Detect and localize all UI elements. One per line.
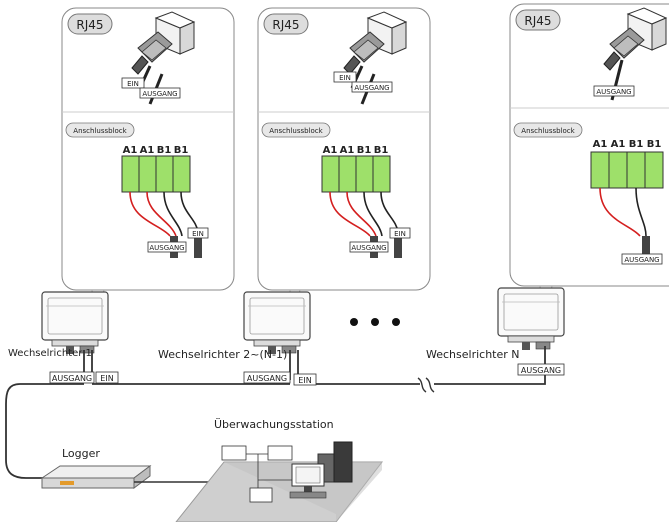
panel-inverter-2: RJ45 EIN AUSGANG Anschlussblock A1 A1 B1…: [257, 7, 431, 291]
terminal-label: A1: [140, 145, 155, 156]
inverter-1: [41, 291, 109, 355]
monitoring-station-icon: [175, 441, 384, 522]
terminal-label: B1: [357, 145, 372, 156]
terminal-label: B1: [647, 139, 662, 150]
terminal-label: A1: [611, 139, 626, 150]
rj45-tag: [515, 9, 561, 31]
terminal-label: B1: [157, 145, 172, 156]
logger-label: Logger: [62, 447, 100, 460]
panel-inverter-n: RJ45 AUSGANG Anschlussblock A1 A1 B1 B1 …: [509, 3, 669, 287]
inverter-n: [497, 287, 565, 351]
block-out-label: AUSGANG: [149, 244, 184, 252]
block-out-label: AUSGANG: [624, 256, 659, 264]
inverter-n-label: Wechselrichter N: [426, 348, 520, 361]
terminal-label: A1: [340, 145, 355, 156]
rj45-tag: [263, 13, 309, 35]
terminal-block: [321, 155, 391, 193]
inverter-1-label: Wechselrichter 1: [8, 348, 92, 359]
bus-label-inv1-in: EIN: [100, 374, 113, 383]
terminal-label: A1: [593, 139, 608, 150]
block-label: Anschlussblock: [73, 127, 127, 135]
block-label: Anschlussblock: [269, 127, 323, 135]
inverter-2-label: Wechselrichter 2~(N-1): [158, 348, 287, 361]
terminal-block: [121, 155, 191, 193]
cable-break-icon: [417, 377, 435, 393]
block-label: Anschlussblock: [521, 127, 575, 135]
terminal-labels: A1 A1 B1 B1: [593, 139, 662, 150]
block-in-label: EIN: [394, 230, 406, 238]
terminal-label: B1: [374, 145, 389, 156]
terminal-label: A1: [323, 145, 338, 156]
station-label: Überwachungsstation: [214, 418, 334, 431]
block-out-label: AUSGANG: [351, 244, 386, 252]
bus-label-invn-out: AUSGANG: [521, 366, 561, 375]
in-label: EIN: [339, 74, 351, 82]
rj45-label: RJ45: [76, 18, 103, 32]
terminal-labels: A1 A1 B1 B1: [323, 145, 389, 156]
in-label: EIN: [127, 80, 139, 88]
rj45-cable-out: AUSGANG: [139, 73, 181, 105]
out-label: AUSGANG: [142, 90, 177, 98]
terminal-wires: [599, 187, 647, 237]
terminal-label: B1: [629, 139, 644, 150]
bus-label-inv1-out: AUSGANG: [52, 374, 92, 383]
rj45-cable-out: AUSGANG: [351, 73, 393, 105]
block-in-label: EIN: [192, 230, 204, 238]
terminal-label: B1: [174, 145, 189, 156]
rj45-cable-out: AUSGANG: [593, 59, 635, 101]
rj45-cable-in: EIN: [121, 65, 152, 89]
terminal-label: A1: [123, 145, 138, 156]
out-label: AUSGANG: [596, 88, 631, 96]
panel-inverter-1: RJ45 EIN AUSGANG Anschlussblock A1 A1 B1…: [61, 7, 235, 291]
inverter-2: [243, 291, 311, 355]
out-label: AUSGANG: [354, 84, 389, 92]
rj45-label: RJ45: [272, 18, 299, 32]
bus-label-inv2-out: AUSGANG: [247, 374, 287, 383]
bus-label-inv2-in: EIN: [298, 376, 311, 385]
rj45-tag: [67, 13, 113, 35]
terminal-block: [590, 151, 664, 189]
rj45-label: RJ45: [524, 14, 551, 28]
terminal-labels: A1 A1 B1 B1: [123, 145, 189, 156]
logger-device-icon: [40, 465, 152, 489]
callout-pointers: [91, 285, 553, 339]
ellipsis-icon: [350, 318, 400, 326]
